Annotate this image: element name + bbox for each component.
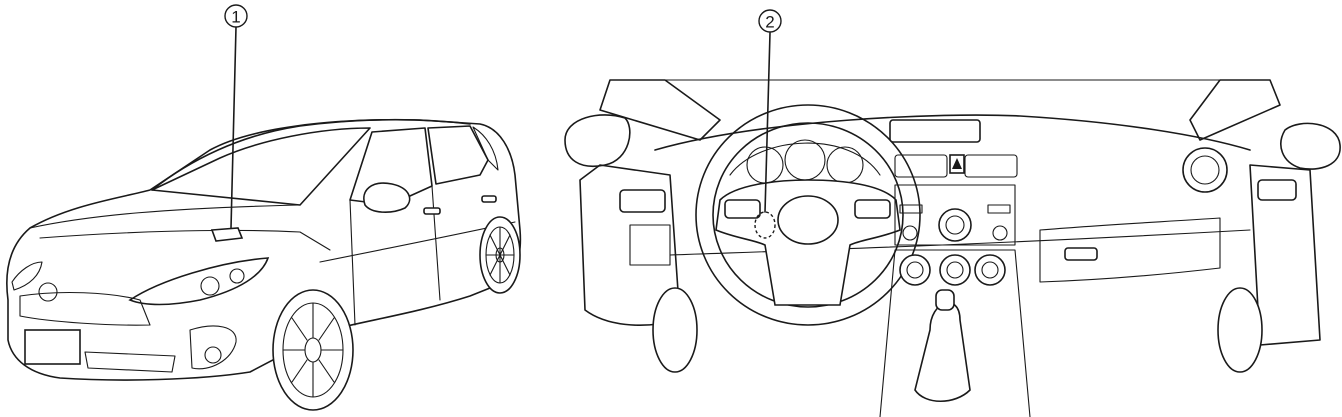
center-console <box>879 249 1031 417</box>
hood-line <box>29 204 301 229</box>
headlight-lens-2 <box>229 268 245 284</box>
right-a-pillar <box>1189 79 1281 141</box>
callout-1-leader <box>230 26 237 229</box>
fog-lamp <box>204 346 222 364</box>
climate-knob-left-inner <box>906 261 924 279</box>
hazard-icon <box>952 158 962 169</box>
audio-button-right[interactable] <box>992 225 1008 241</box>
audio-volume-knob-center <box>945 215 965 235</box>
glovebox-latch[interactable] <box>1064 247 1098 261</box>
speedometer <box>784 139 826 181</box>
front-grille <box>19 291 151 326</box>
steering-wheel-hub <box>777 195 839 245</box>
brand-emblem <box>38 282 58 302</box>
dashboard-top <box>654 114 1251 151</box>
hood-crease <box>39 229 331 251</box>
climate-knob-center-inner <box>946 261 964 279</box>
center-vent-right[interactable] <box>964 154 1018 178</box>
car-exterior-illustration: 1 <box>6 4 522 411</box>
window-switch-panel[interactable] <box>629 224 671 266</box>
car-interior-illustration: 2 <box>564 9 1341 417</box>
fog-lamp-bezel <box>189 325 237 370</box>
fuel-gauge <box>826 146 864 184</box>
left-side-mirror <box>564 114 631 167</box>
gear-shifter[interactable] <box>914 301 971 402</box>
callout-2: 2 <box>758 9 782 33</box>
right-air-vent[interactable] <box>1182 147 1228 193</box>
front-wheel <box>272 289 354 411</box>
audio-unit <box>894 184 1016 246</box>
callout-2-leader <box>764 32 771 213</box>
car-exterior-view: 1 <box>0 0 530 417</box>
headlight <box>128 257 270 306</box>
car-interior-view: 2 <box>560 0 1342 417</box>
callout-1: 1 <box>224 4 248 28</box>
tachometer <box>746 146 784 184</box>
climate-knob-right[interactable] <box>974 254 1006 286</box>
callout-1-label: 1 <box>231 8 240 27</box>
right-air-vent-inner <box>1190 155 1220 185</box>
rear-quarter-window <box>472 126 499 171</box>
instrument-cluster-hood <box>729 142 881 176</box>
side-mirror <box>363 182 411 213</box>
left-a-pillar <box>599 79 721 141</box>
lower-grille <box>84 351 176 373</box>
audio-preset-left[interactable] <box>899 204 923 214</box>
callout-2-label: 2 <box>765 13 774 32</box>
windshield-sensor <box>210 227 244 242</box>
glovebox[interactable] <box>1039 217 1221 283</box>
left-steering-switch[interactable] <box>724 199 761 219</box>
left-headlight <box>11 261 43 291</box>
car-roof <box>151 118 471 191</box>
headlight-lens <box>200 276 220 296</box>
audio-preset-right[interactable] <box>987 204 1011 214</box>
right-door-speaker <box>1217 287 1263 373</box>
gear-knob[interactable] <box>935 289 955 311</box>
car-body-outline <box>6 118 522 381</box>
windshield <box>151 127 371 206</box>
steering-wheel[interactable] <box>695 104 921 326</box>
license-plate <box>24 329 81 365</box>
rear-door-handle <box>481 195 497 203</box>
right-side-mirror <box>1280 122 1341 170</box>
front-door-seam <box>349 199 356 326</box>
center-display <box>889 119 981 143</box>
right-door-handle <box>1257 179 1297 201</box>
right-door-panel <box>1249 164 1321 346</box>
rear-wheel <box>479 216 521 294</box>
climate-knob-left[interactable] <box>899 254 931 286</box>
front-door-handle <box>423 207 441 215</box>
steering-switch-location <box>754 211 776 239</box>
right-steering-switch[interactable] <box>854 199 891 219</box>
audio-button-left[interactable] <box>902 225 918 241</box>
left-door-handle <box>619 189 666 213</box>
dashboard-lower-edge <box>669 229 1251 256</box>
front-side-window <box>349 127 433 206</box>
center-vent-left[interactable] <box>894 154 948 178</box>
left-door-speaker <box>652 287 698 373</box>
climate-knob-center[interactable] <box>939 254 971 286</box>
rear-side-window <box>427 125 489 185</box>
audio-volume-knob[interactable] <box>938 208 972 242</box>
climate-knob-right-inner <box>981 261 999 279</box>
rear-door-seam <box>431 185 441 301</box>
